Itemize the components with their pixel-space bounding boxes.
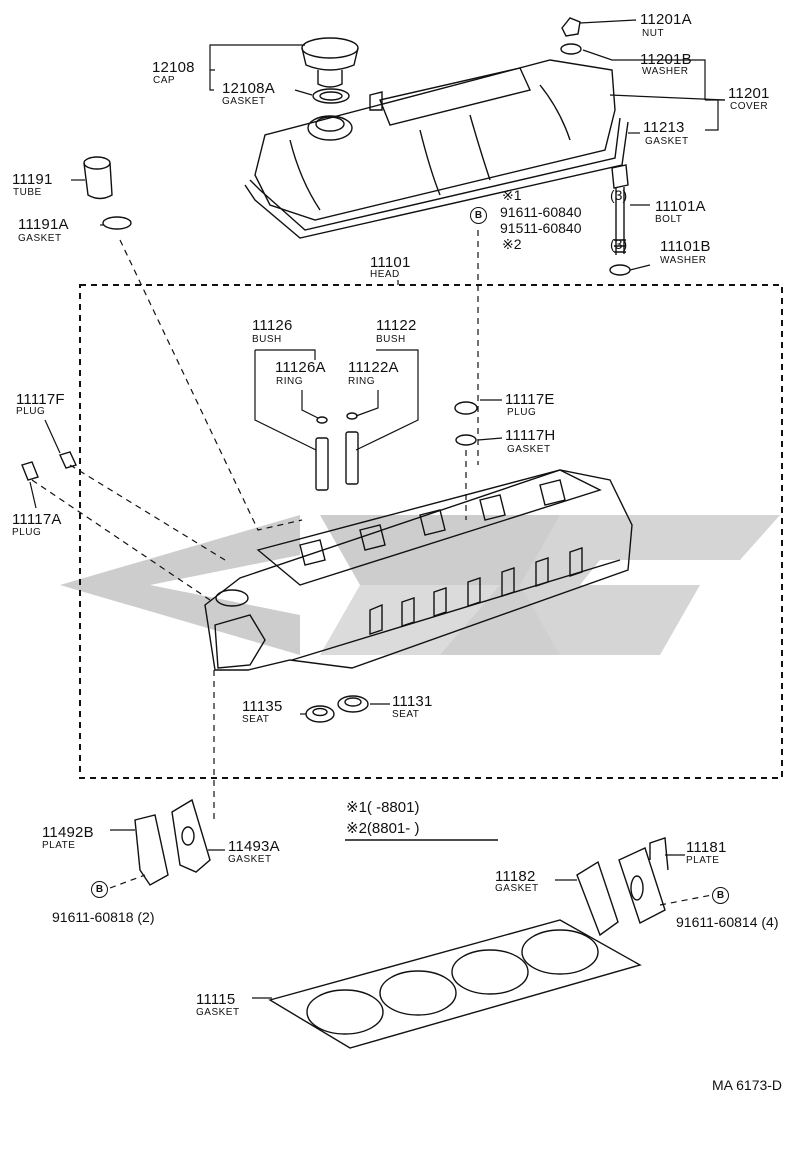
bolt-note-mark-1: ※1: [502, 187, 522, 203]
part-number-11492b: 11492B: [42, 824, 94, 841]
tube-drawing: [83, 156, 132, 230]
part-number-12108a: 12108A: [222, 80, 275, 97]
part-number-11126: 11126: [252, 317, 293, 334]
footnote-2: ※2(8801- ): [346, 820, 420, 837]
bolt-qty-1: (3): [610, 187, 628, 203]
part-name-plate-11181: PLATE: [686, 855, 720, 866]
leader-lines: [29, 19, 726, 999]
head-gasket-drawing: [268, 919, 642, 1049]
part-number-11181: 11181: [686, 839, 727, 856]
part-name-cover: COVER: [730, 101, 769, 112]
plate-11492b-drawing: [134, 814, 169, 886]
part-name-gasket-11191a: GASKET: [18, 233, 62, 244]
part-name-gasket-11117h: GASKET: [507, 444, 551, 455]
part-number-11126a: 11126A: [275, 359, 326, 376]
part-name-plug-11117f: PLUG: [16, 406, 46, 417]
bolt-marker-b-icon: B: [712, 887, 729, 904]
part-number-12108: 12108: [152, 59, 195, 76]
diagram-code: MA 6173-D: [712, 1077, 783, 1093]
bolt-marker-b-icon: B: [91, 881, 108, 898]
bolt-marker-b-icon: B: [470, 207, 487, 224]
part-number-11213: 11213: [643, 119, 685, 136]
bolt-number-1: 91611-60840: [500, 204, 582, 220]
part-name-gasket-12108a: GASKET: [222, 96, 266, 107]
part-name-gasket-11213: GASKET: [645, 136, 689, 147]
valve-cover-drawing: [244, 59, 629, 239]
part-name-ring-11126a: RING: [276, 376, 303, 387]
part-name-seat-11135: SEAT: [242, 714, 270, 725]
plate-11181-drawing: [618, 847, 666, 924]
part-name-plate-11492b: PLATE: [42, 840, 76, 851]
part-name-bolt: BOLT: [655, 214, 683, 225]
part-number-11201: 11201: [728, 85, 770, 102]
part-name-ring-11122a: RING: [348, 376, 375, 387]
footnote-1: ※1( -8801): [346, 799, 420, 816]
part-name-bush-11122: BUSH: [376, 334, 406, 345]
part-number-11117f: 11117F: [16, 391, 65, 408]
watermark-logo: [60, 515, 780, 655]
part-name-cap: CAP: [153, 75, 176, 86]
part-number-11131: 11131: [392, 693, 433, 710]
part-name-gasket-11182: GASKET: [495, 883, 539, 894]
part-number-11493a: 11493A: [228, 838, 280, 855]
part-name-gasket-11115: GASKET: [196, 1007, 240, 1018]
gasket-11493a-drawing: [171, 798, 211, 873]
plug-11117f-drawing: [59, 451, 77, 469]
part-name-washer: WASHER: [642, 66, 689, 77]
part-name-nut: NUT: [642, 28, 665, 39]
part-name-tube: TUBE: [13, 187, 42, 198]
part-number-11182: 11182: [495, 868, 536, 885]
part-number-11135: 11135: [242, 698, 283, 715]
part-number-11117h: 11117H: [505, 427, 556, 444]
relation-lines: [31, 230, 713, 906]
bush-drawing: [315, 412, 359, 491]
part-name-plug-11117e: PLUG: [507, 407, 537, 418]
bolt-number-2: 91511-60840: [500, 220, 582, 236]
part-name-washer-11101b: WASHER: [660, 255, 707, 266]
bolt-drawing: [609, 164, 631, 276]
part-number-11191a: 11191A: [18, 216, 69, 233]
part-number-11101: 11101: [370, 254, 411, 271]
bolt-note-mark-2: ※2: [502, 236, 522, 252]
part-name-gasket-11493a: GASKET: [228, 854, 272, 865]
part-number-11122: 11122: [376, 317, 417, 334]
bolt-number-3: 91611-60818 (2): [52, 909, 155, 925]
part-name-bush-11126: BUSH: [252, 334, 282, 345]
part-number-11201a: 11201A: [640, 11, 692, 28]
bolt-qty-2: (3): [610, 236, 628, 252]
part-number-11117a: 11117A: [12, 511, 62, 528]
gasket-11182-drawing: [576, 860, 619, 937]
part-number-11122a: 11122A: [348, 359, 399, 376]
part-name-seat-11131: SEAT: [392, 709, 420, 720]
cylinder-head-drawing: [204, 469, 633, 671]
part-name-head: HEAD: [370, 269, 400, 280]
plug-11117a-drawing: [21, 461, 39, 481]
part-number-11115: 11115: [196, 991, 236, 1008]
part-number-11101a: 11101A: [655, 198, 706, 215]
part-number-11191: 11191: [12, 171, 53, 188]
part-number-11117e: 11117E: [505, 391, 555, 408]
seat-11131-drawing: [337, 695, 369, 713]
washer-drawing: [560, 43, 582, 55]
part-number-11101b: 11101B: [660, 238, 711, 255]
head-assembly-box: [79, 284, 783, 779]
bolt-number-4: 91611-60814 (4): [676, 914, 779, 930]
nut-drawing: [561, 17, 581, 37]
part-number-11201b: 11201B: [640, 51, 692, 68]
part-name-plug-11117a: PLUG: [12, 527, 42, 538]
oil-cap-drawing: [301, 37, 383, 111]
